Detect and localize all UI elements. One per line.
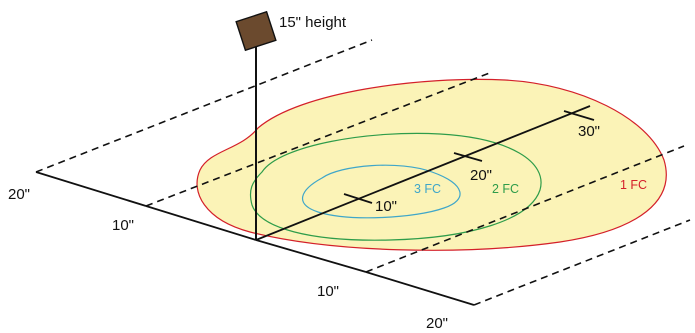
beam-label-30: 30" (578, 123, 600, 140)
contour-label-3fc: 3 FC (414, 182, 441, 196)
beam-tick-20 (453, 152, 483, 162)
beam-tick-30 (563, 110, 595, 121)
light-fixture-icon (235, 10, 277, 52)
dashed-line-right-20 (473, 219, 691, 306)
height-label: 15" height (279, 14, 347, 31)
contour-3fc (301, 164, 461, 219)
contour-1fc (196, 78, 667, 251)
beam-label-10: 10" (375, 198, 397, 215)
beam-label-20: 20" (470, 167, 492, 184)
contour-label-1fc: 1 FC (620, 178, 647, 192)
base-line-right-10 (255, 239, 367, 273)
axis-label-front-10: 10" (317, 283, 339, 300)
contour-2fc (249, 132, 542, 241)
beam-tick-10 (343, 193, 373, 204)
axis-label-front-20: 20" (426, 315, 448, 332)
base-line-left-10 (145, 205, 257, 241)
axis-label-far-left-20: 20" (8, 186, 30, 203)
axis-label-far-left-10: 10" (112, 217, 134, 234)
contour-label-2fc: 2 FC (492, 182, 519, 196)
base-line-left-20 (35, 171, 147, 207)
base-line-right-20 (365, 271, 475, 306)
dashed-line-right-10 (365, 145, 685, 273)
dashed-line-left-20 (35, 39, 373, 173)
beam-axis-line (255, 105, 591, 241)
dashed-line-left-10 (145, 71, 493, 207)
